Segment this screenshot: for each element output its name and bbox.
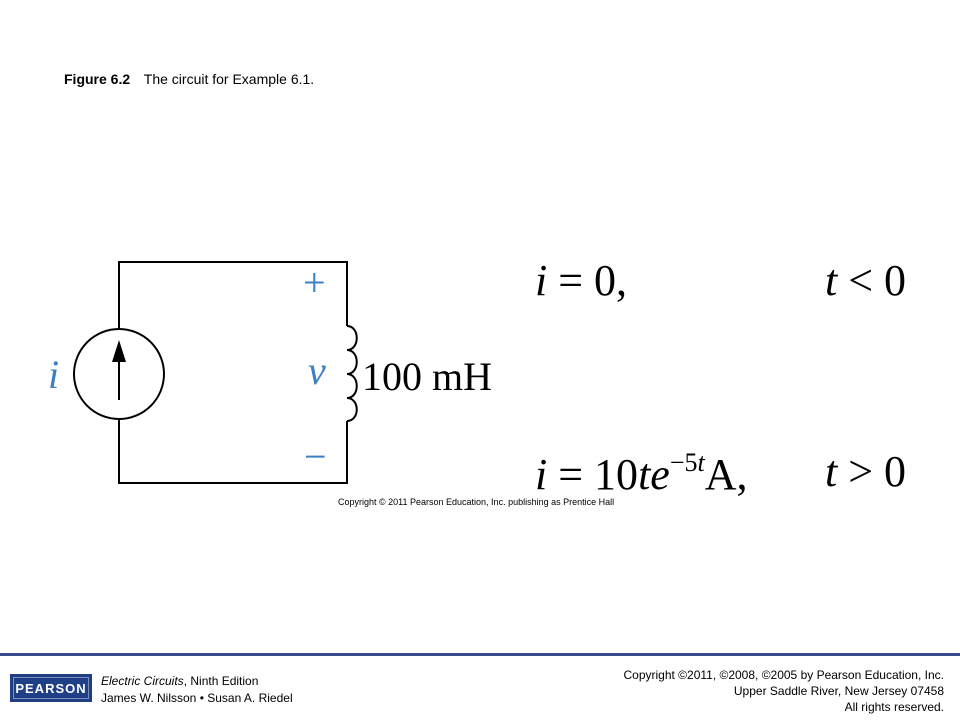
equation-before: i = 0, [535,259,627,303]
eq1-time-var: t [825,256,838,305]
copyright-line-3: All rights reserved. [844,700,944,714]
eq2-exponent: −5t [670,448,705,477]
book-edition: , Ninth Edition [183,674,259,688]
figure-caption-text: The circuit for Example 6.1. [143,71,315,87]
condition-before: t < 0 [825,259,906,303]
footer-divider [0,653,960,656]
voltage-label: v [308,348,326,393]
copyright-line-2: Upper Saddle River, New Jersey 07458 [733,684,944,698]
book-authors: James W. Nilsson • Susan A. Riedel [101,691,293,705]
copyright-notice: Copyright ©2011, ©2008, ©2005 by Pearson… [623,667,944,715]
figure-label: Figure 6.2 [64,71,131,87]
eq1-value: = 0, [547,256,628,305]
eq2-time-var: t [825,447,838,496]
equation-after: i = 10te−5tA, [535,450,748,497]
plus-sign: + [303,260,326,305]
copyright-line-1: Copyright ©2011, ©2008, ©2005 by Pearson… [623,668,944,682]
pearson-logo: PEARSON [10,674,92,702]
book-title: Electric Circuits [101,674,184,688]
eq2-coefficient: = 10 [547,450,639,499]
eq2-e: e [650,450,670,499]
inductor-value-label: 100 mH [362,354,492,399]
figure-caption: Figure 6.2 The circuit for Example 6.1. [64,71,314,87]
condition-after: t > 0 [825,450,906,494]
eq2-t: t [638,450,651,499]
eq2-unit: A, [704,450,748,499]
eq2-exponent-num: −5 [669,448,698,477]
current-source-arrowhead [112,340,126,362]
book-title-line: Electric Circuits, Ninth Edition [101,673,293,690]
inductor-coil [346,325,358,422]
eq2-condition: > 0 [837,447,907,496]
eq1-current-var: i [535,256,548,305]
eq2-current-var: i [535,450,548,499]
minus-sign: − [304,434,327,479]
eq2-exponent-var: t [697,448,705,477]
figure-credit: Copyright © 2011 Pearson Education, Inc.… [338,497,615,507]
current-source [73,328,165,420]
book-info: Electric Circuits, Ninth Edition James W… [101,673,293,707]
eq1-condition: < 0 [837,256,907,305]
circuit-wires [118,261,348,484]
source-current-label: i [48,352,59,397]
